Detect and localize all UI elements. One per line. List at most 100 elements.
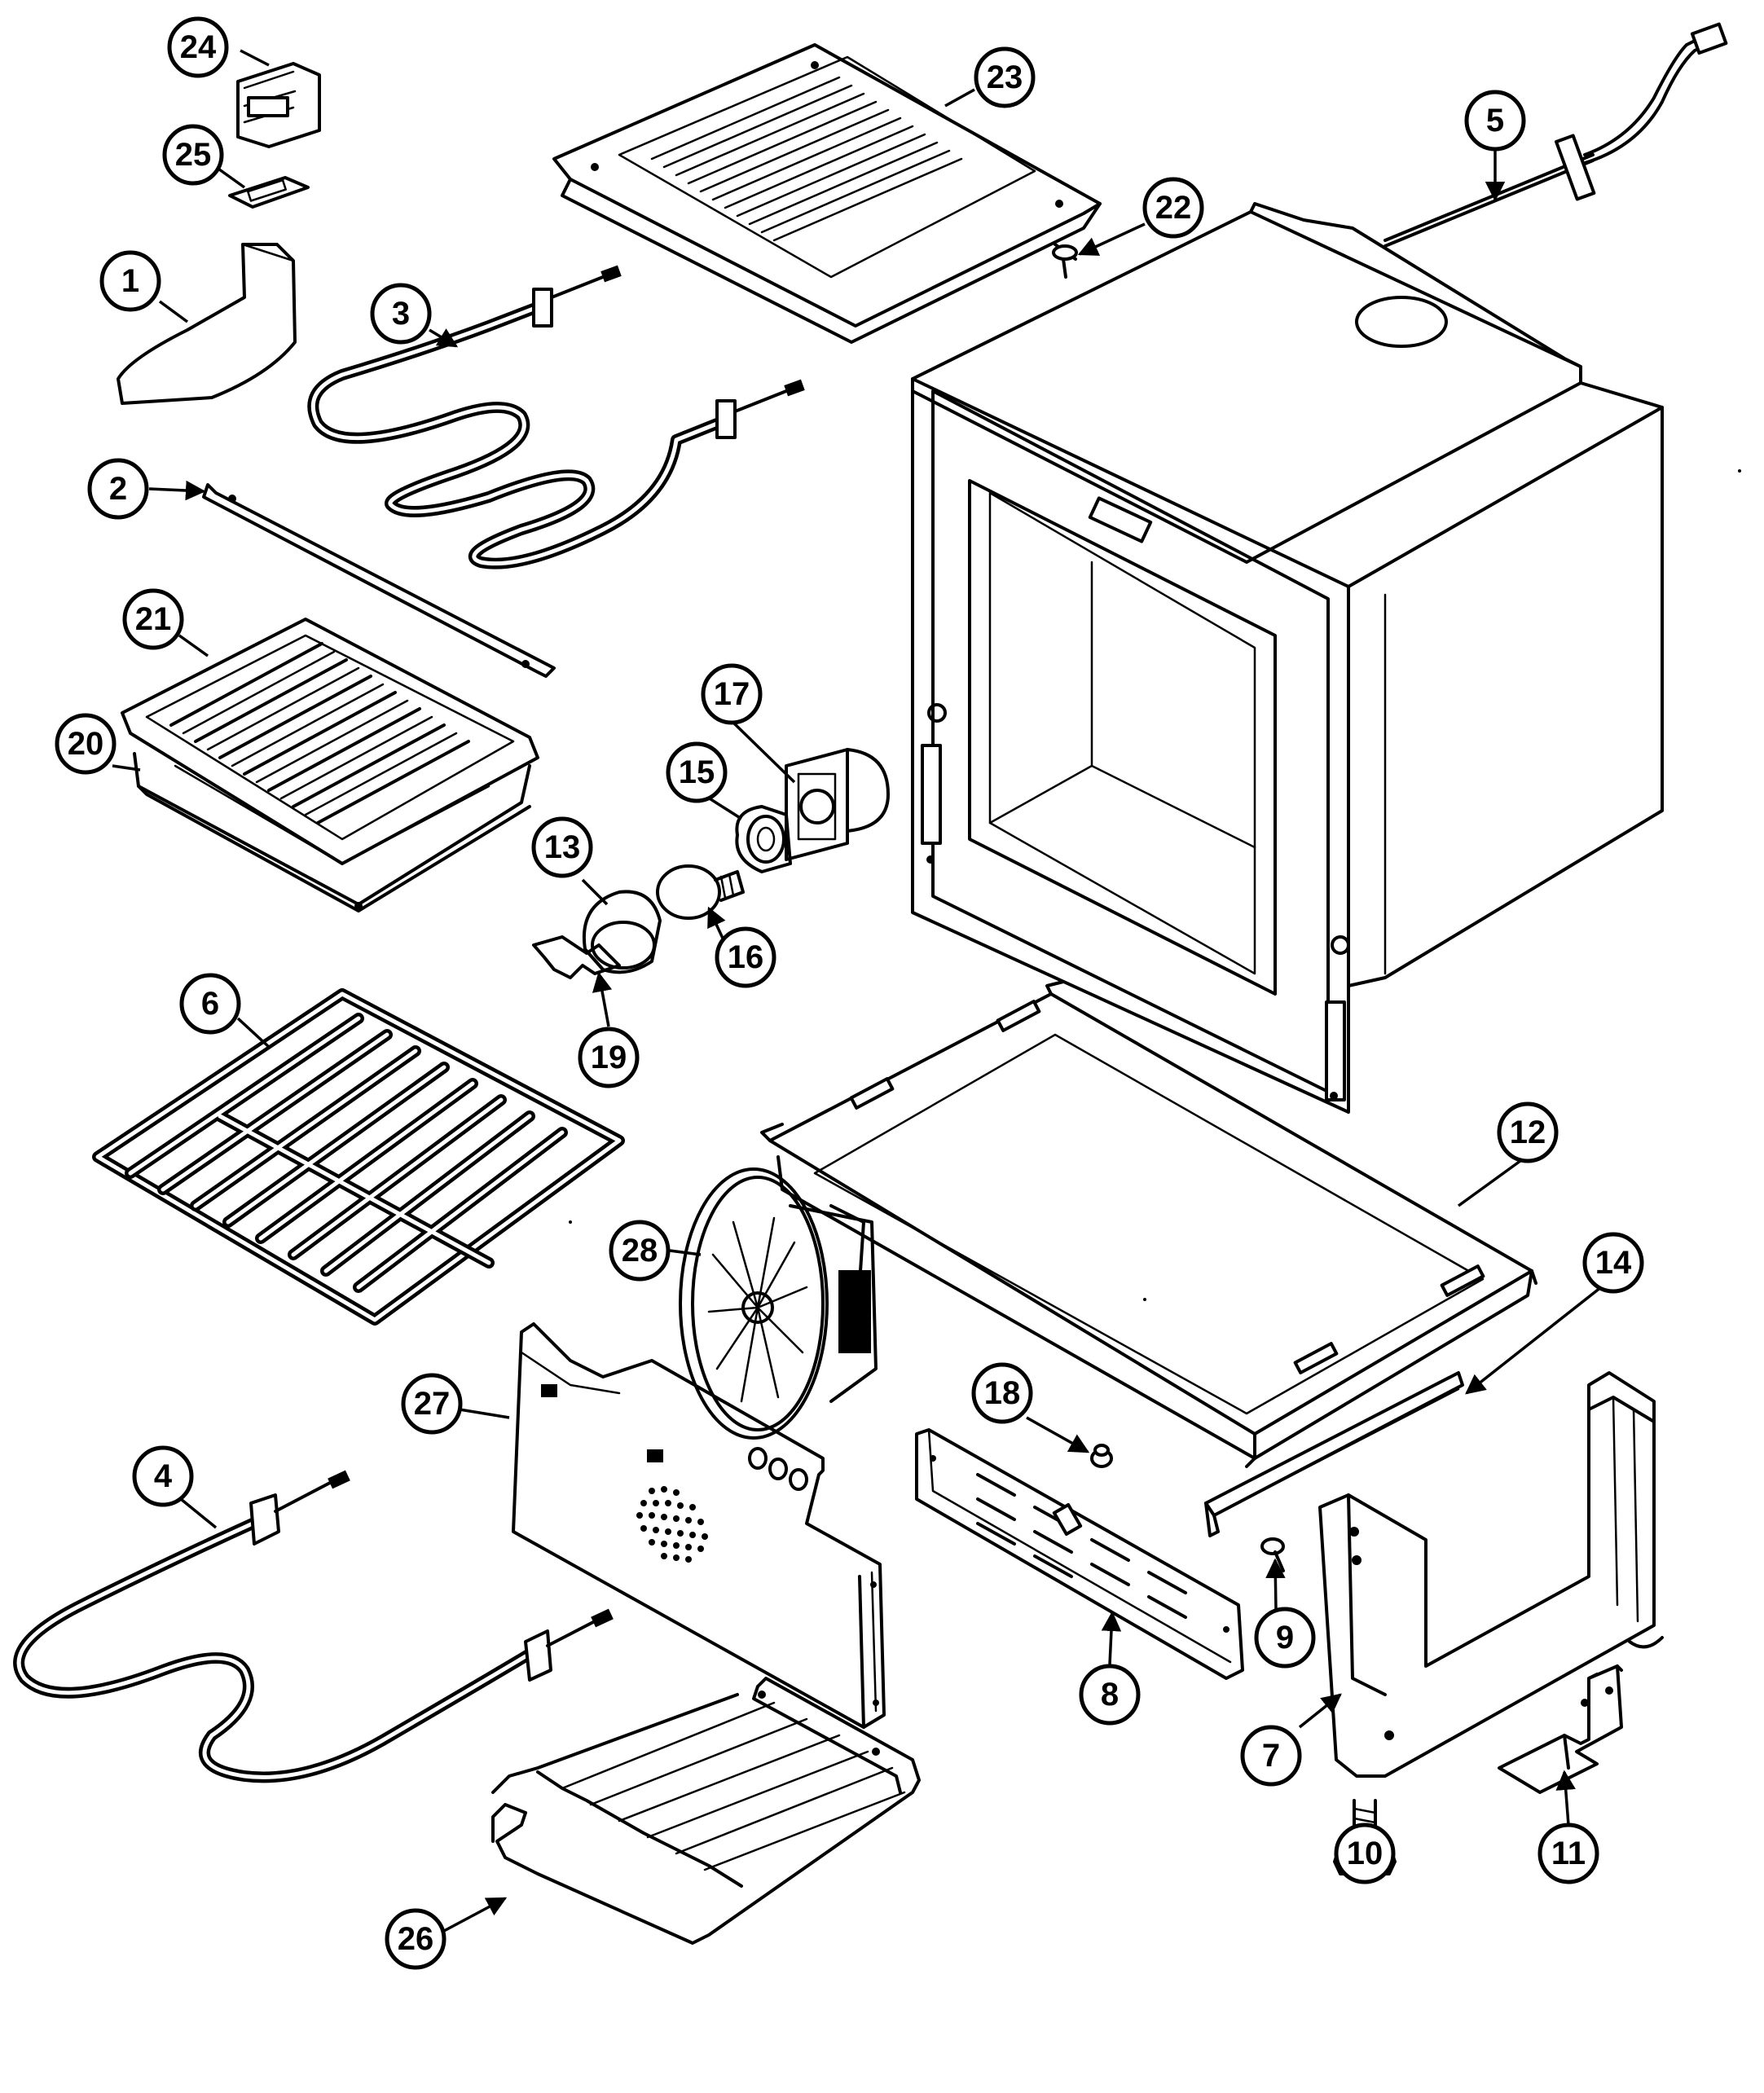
callout-14: 14 [1582, 1232, 1644, 1294]
svg-text:13: 13 [544, 829, 581, 865]
svg-text:2: 2 [109, 471, 127, 507]
terminal-block-part [236, 62, 321, 148]
svg-text:18: 18 [984, 1375, 1021, 1411]
trim-strip-part [202, 483, 556, 678]
leader-lines [112, 49, 1603, 1933]
speck [1738, 469, 1741, 473]
svg-text:16: 16 [728, 939, 764, 975]
leader-24 [240, 49, 270, 67]
callout-8: 8 [1079, 1664, 1141, 1726]
svg-text:8: 8 [1101, 1677, 1119, 1713]
svg-text:17: 17 [714, 676, 750, 712]
side-bracket-part [1318, 1371, 1664, 1778]
callout-4: 4 [132, 1445, 194, 1507]
anti-tip-bracket-part [1498, 1664, 1623, 1794]
callout-2: 2 [87, 458, 149, 520]
svg-text:19: 19 [591, 1040, 627, 1075]
svg-text:9: 9 [1276, 1620, 1294, 1655]
leader-18 [1026, 1416, 1090, 1453]
svg-text:24: 24 [180, 29, 217, 65]
leader-26 [443, 1897, 508, 1933]
callout-10: 10 [1334, 1823, 1396, 1884]
callout-5: 5 [1464, 90, 1526, 152]
leader-23 [944, 88, 975, 108]
leader-7 [1298, 1693, 1342, 1729]
screw-part [1052, 243, 1078, 279]
leader-27 [459, 1408, 510, 1419]
callout-6: 6 [179, 973, 241, 1035]
svg-text:28: 28 [622, 1233, 658, 1269]
callout-24: 24 [167, 16, 229, 78]
light-lens-part [582, 890, 662, 974]
leader-12 [1457, 1157, 1525, 1207]
callout-27: 27 [401, 1373, 463, 1435]
leader-20 [112, 764, 141, 772]
callout-28: 28 [609, 1220, 671, 1282]
angle-strip-part [1204, 1371, 1464, 1537]
speck [569, 1220, 572, 1224]
svg-text:21: 21 [135, 601, 172, 637]
svg-text:1: 1 [121, 263, 139, 299]
light-housing-part [785, 748, 890, 861]
bake-element-part [13, 1470, 614, 1783]
leader-8 [1101, 1611, 1122, 1665]
callout-26: 26 [385, 1908, 446, 1970]
callout-25: 25 [162, 124, 224, 186]
svg-text:10: 10 [1347, 1836, 1383, 1871]
svg-text:25: 25 [175, 137, 212, 173]
vent-screw-part [1260, 1537, 1285, 1572]
callout-18: 18 [971, 1362, 1033, 1424]
leader-28 [669, 1249, 702, 1256]
leader-19 [592, 971, 613, 1027]
svg-text:14: 14 [1595, 1245, 1632, 1281]
light-socket-part [735, 805, 792, 873]
leader-9 [1265, 1558, 1286, 1611]
svg-text:6: 6 [201, 986, 219, 1022]
oven-rack-part [92, 988, 625, 1326]
leader-13 [581, 878, 609, 906]
callout-21: 21 [122, 588, 184, 650]
oven-sensor-part [1383, 22, 1728, 248]
svg-text:26: 26 [398, 1921, 434, 1957]
svg-text:27: 27 [414, 1386, 451, 1422]
callout-20: 20 [55, 713, 117, 775]
callout-9: 9 [1254, 1607, 1316, 1669]
callout-19: 19 [578, 1027, 640, 1088]
leader-4 [179, 1497, 218, 1529]
leader-17 [730, 719, 796, 784]
convection-fan-part [679, 1167, 878, 1440]
leader-25 [214, 165, 246, 189]
callout-16: 16 [715, 926, 776, 988]
callout-12: 12 [1497, 1101, 1559, 1163]
grommet-part [1090, 1444, 1113, 1468]
callout-7: 7 [1240, 1725, 1302, 1787]
convection-fan-panel-part [512, 1322, 886, 1729]
light-bulb-part [656, 864, 745, 920]
leader-3 [429, 328, 459, 348]
wire-rack-part [491, 1677, 921, 1945]
leader-22 [1077, 222, 1146, 256]
oven-bottom-part [760, 980, 1537, 1468]
callout-13: 13 [531, 816, 593, 878]
callout-11: 11 [1537, 1823, 1599, 1884]
panel-vent-holes [636, 1486, 708, 1563]
callout-3: 3 [370, 283, 432, 345]
callout-15: 15 [666, 741, 728, 803]
speck [1143, 1298, 1146, 1301]
oven-cavity-part [911, 202, 1664, 1114]
leader-11 [1555, 1770, 1576, 1826]
svg-text:11: 11 [1551, 1836, 1586, 1871]
callout-23: 23 [974, 46, 1036, 108]
insulation-strip-part [117, 243, 297, 405]
svg-text:22: 22 [1155, 190, 1192, 226]
broil-element-cover-part [552, 43, 1102, 344]
svg-text:4: 4 [154, 1458, 173, 1494]
svg-text:3: 3 [392, 296, 410, 332]
leader-14 [1465, 1286, 1603, 1395]
svg-text:5: 5 [1486, 103, 1504, 139]
callout-22: 22 [1142, 177, 1204, 239]
callout-1: 1 [99, 250, 161, 312]
svg-text:12: 12 [1510, 1115, 1546, 1150]
leader-2 [148, 480, 206, 501]
